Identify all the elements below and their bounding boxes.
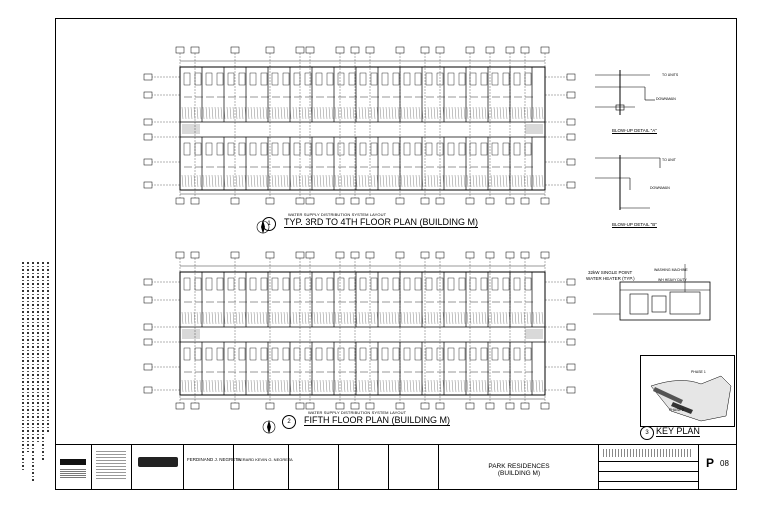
project-name: PARK RESIDENCES (BUILDING M) (439, 463, 599, 477)
heater-label: 32kW SINGLE POINT (588, 270, 633, 275)
tb-names-cell-2: GERARD KEVIN G. NEGRETA (234, 445, 293, 490)
title-block: FERDINAND J. NEGRETA GERARD KEVIN G. NEG… (56, 444, 736, 490)
floor-plan-1 (140, 45, 580, 205)
firm-logo-cell (56, 445, 92, 490)
engineer-name: GERARD KEVIN G. NEGRETA (237, 457, 293, 462)
water-heater-detail (593, 264, 711, 321)
key-plan: PHASE 1 PHASE 2 (640, 355, 735, 427)
key-plan-phase1: PHASE 1 (691, 370, 706, 374)
floor-plan-2 (140, 250, 580, 410)
key-plan-phase2: PHASE 2 (669, 408, 684, 412)
sheet-letter: P (706, 456, 715, 470)
north-arrow-icon (262, 420, 276, 434)
plan-subtitle: WATER SUPPLY DISTRIBUTION SYSTEM LAYOUT (288, 212, 387, 217)
north-arrow-icon (256, 220, 270, 234)
sheet-info-cell (599, 445, 699, 490)
margin-notes (20, 262, 50, 487)
detail-b-note: TO UNIT (662, 158, 676, 162)
detail-b-title: BLOW-UP DETAIL "B" (612, 222, 657, 228)
blowup-detail-b (595, 155, 661, 210)
engineer-name: FERDINAND J. NEGRETA (187, 457, 241, 462)
tb-sign-cell-3 (389, 445, 439, 490)
project-cell: PARK RESIDENCES (BUILDING M) (439, 445, 599, 490)
tb-names-cell-1: FERDINAND J. NEGRETA (184, 445, 241, 490)
detail-a-note: DOWNMAIN (656, 97, 676, 101)
detail-a-title: BLOW-UP DETAIL "A" (612, 128, 657, 134)
tb-sign-cell-2 (339, 445, 389, 490)
consultant-logo (138, 457, 178, 467)
heater-note: WH HEAVY DUTY (658, 278, 687, 282)
plan-number: 2 (282, 415, 296, 429)
tb-sign-cell-1 (289, 445, 339, 490)
plan-number: 3 (640, 426, 654, 440)
key-plan-map (650, 375, 732, 422)
project-line-2: (BUILDING M) (497, 470, 541, 477)
plan-title: FIFTH FLOOR PLAN (BUILDING M) (304, 415, 451, 426)
detail-b-note: DOWNMAIN (650, 186, 670, 190)
plan-title: TYP. 3RD TO 4TH FLOOR PLAN (BUILDING M) (284, 217, 479, 228)
firm-logo (60, 459, 86, 465)
sheet-number: 08 (720, 459, 729, 468)
heater-label: WATER HEATER (TYP.) (586, 276, 635, 281)
consultant-logo-cell (132, 445, 184, 490)
stamp-cell (92, 445, 132, 490)
detail-a-note: TO UNITS (662, 73, 679, 77)
plan-subtitle: WATER SUPPLY DISTRIBUTION SYSTEM LAYOUT (308, 410, 407, 415)
project-line-1: PARK RESIDENCES (488, 463, 550, 470)
blowup-detail-a (595, 70, 655, 115)
heater-note: WASHING MACHINE (654, 268, 688, 272)
plan-title: KEY PLAN (656, 426, 700, 437)
